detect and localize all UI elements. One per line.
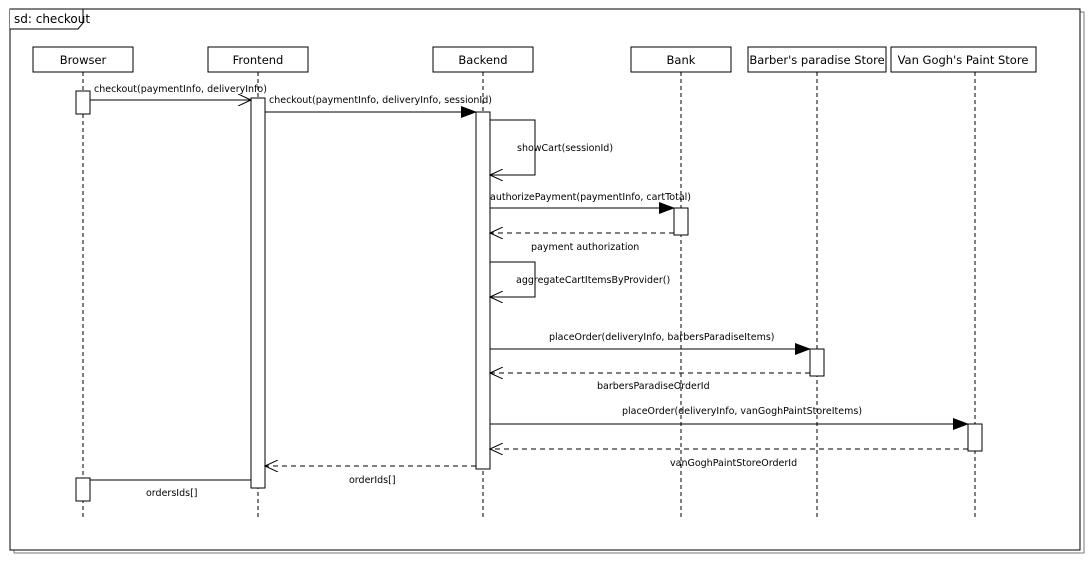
message-labels: checkout(paymentInfo, deliveryInfo) chec… <box>94 84 862 499</box>
message-authorize-payment-label: authorizePayment(paymentInfo, cartTotal) <box>490 192 691 203</box>
message-aggregate-label: aggregateCartItemsByProvider() <box>516 275 670 286</box>
messages <box>90 100 969 481</box>
message-aggregate-arrow[interactable] <box>490 261 536 297</box>
message-place-order-vangogh-label: placeOrder(deliveryInfo, vanGoghPaintSto… <box>622 406 862 417</box>
message-showcart-label: showCart(sessionId) <box>517 143 613 154</box>
lifeline-backend[interactable]: Backend <box>432 46 534 73</box>
lifeline-vangogh-label: Van Gogh's Paint Store <box>898 53 1029 67</box>
frame-title-tab <box>10 8 84 30</box>
activations <box>75 90 983 502</box>
message-vangogh-order-id-label: vanGoghPaintStoreOrderId <box>670 458 797 469</box>
lifeline-frontend-label: Frontend <box>233 53 284 67</box>
lifeline-browser[interactable]: Browser <box>32 46 134 73</box>
lifeline-frontend[interactable]: Frontend <box>207 46 309 73</box>
activation-browser-1[interactable] <box>75 90 91 115</box>
activation-backend[interactable] <box>475 111 491 470</box>
activation-vangogh[interactable] <box>967 423 983 452</box>
lifeline-bank-label: Bank <box>667 53 696 67</box>
lifeline-bank[interactable]: Bank <box>630 46 732 73</box>
activation-bank[interactable] <box>673 207 689 236</box>
activation-barbers[interactable] <box>809 348 825 377</box>
lifeline-vangogh[interactable]: Van Gogh's Paint Store <box>890 46 1037 73</box>
message-checkout-frontend-label: checkout(paymentInfo, deliveryInfo, sess… <box>269 95 492 106</box>
message-payment-authorization-label: payment authorization <box>531 242 639 253</box>
lifeline-heads: Browser Frontend Backend Bank Barber's p… <box>32 46 1037 73</box>
message-place-order-barbers-label: placeOrder(deliveryInfo, barbersParadise… <box>549 332 775 343</box>
frame-title: sd: checkout <box>14 12 90 26</box>
lifeline-browser-label: Browser <box>60 53 107 67</box>
lifeline-backend-label: Backend <box>458 53 507 67</box>
message-order-ids-label: orderIds[] <box>349 475 396 486</box>
message-checkout-browser-label: checkout(paymentInfo, deliveryInfo) <box>94 84 267 95</box>
activation-browser-2[interactable] <box>75 477 91 502</box>
frame: sd: checkout <box>9 8 1085 554</box>
lifeline-barbers-label: Barber's paradise Store <box>749 53 884 67</box>
message-barbers-order-id-label: barbersParadiseOrderId <box>597 381 710 392</box>
activation-frontend[interactable] <box>250 97 266 489</box>
lifeline-barbers[interactable]: Barber's paradise Store <box>747 46 887 73</box>
message-orders-ids-label: ordersIds[] <box>146 488 197 499</box>
message-showcart-arrow[interactable] <box>490 119 536 175</box>
